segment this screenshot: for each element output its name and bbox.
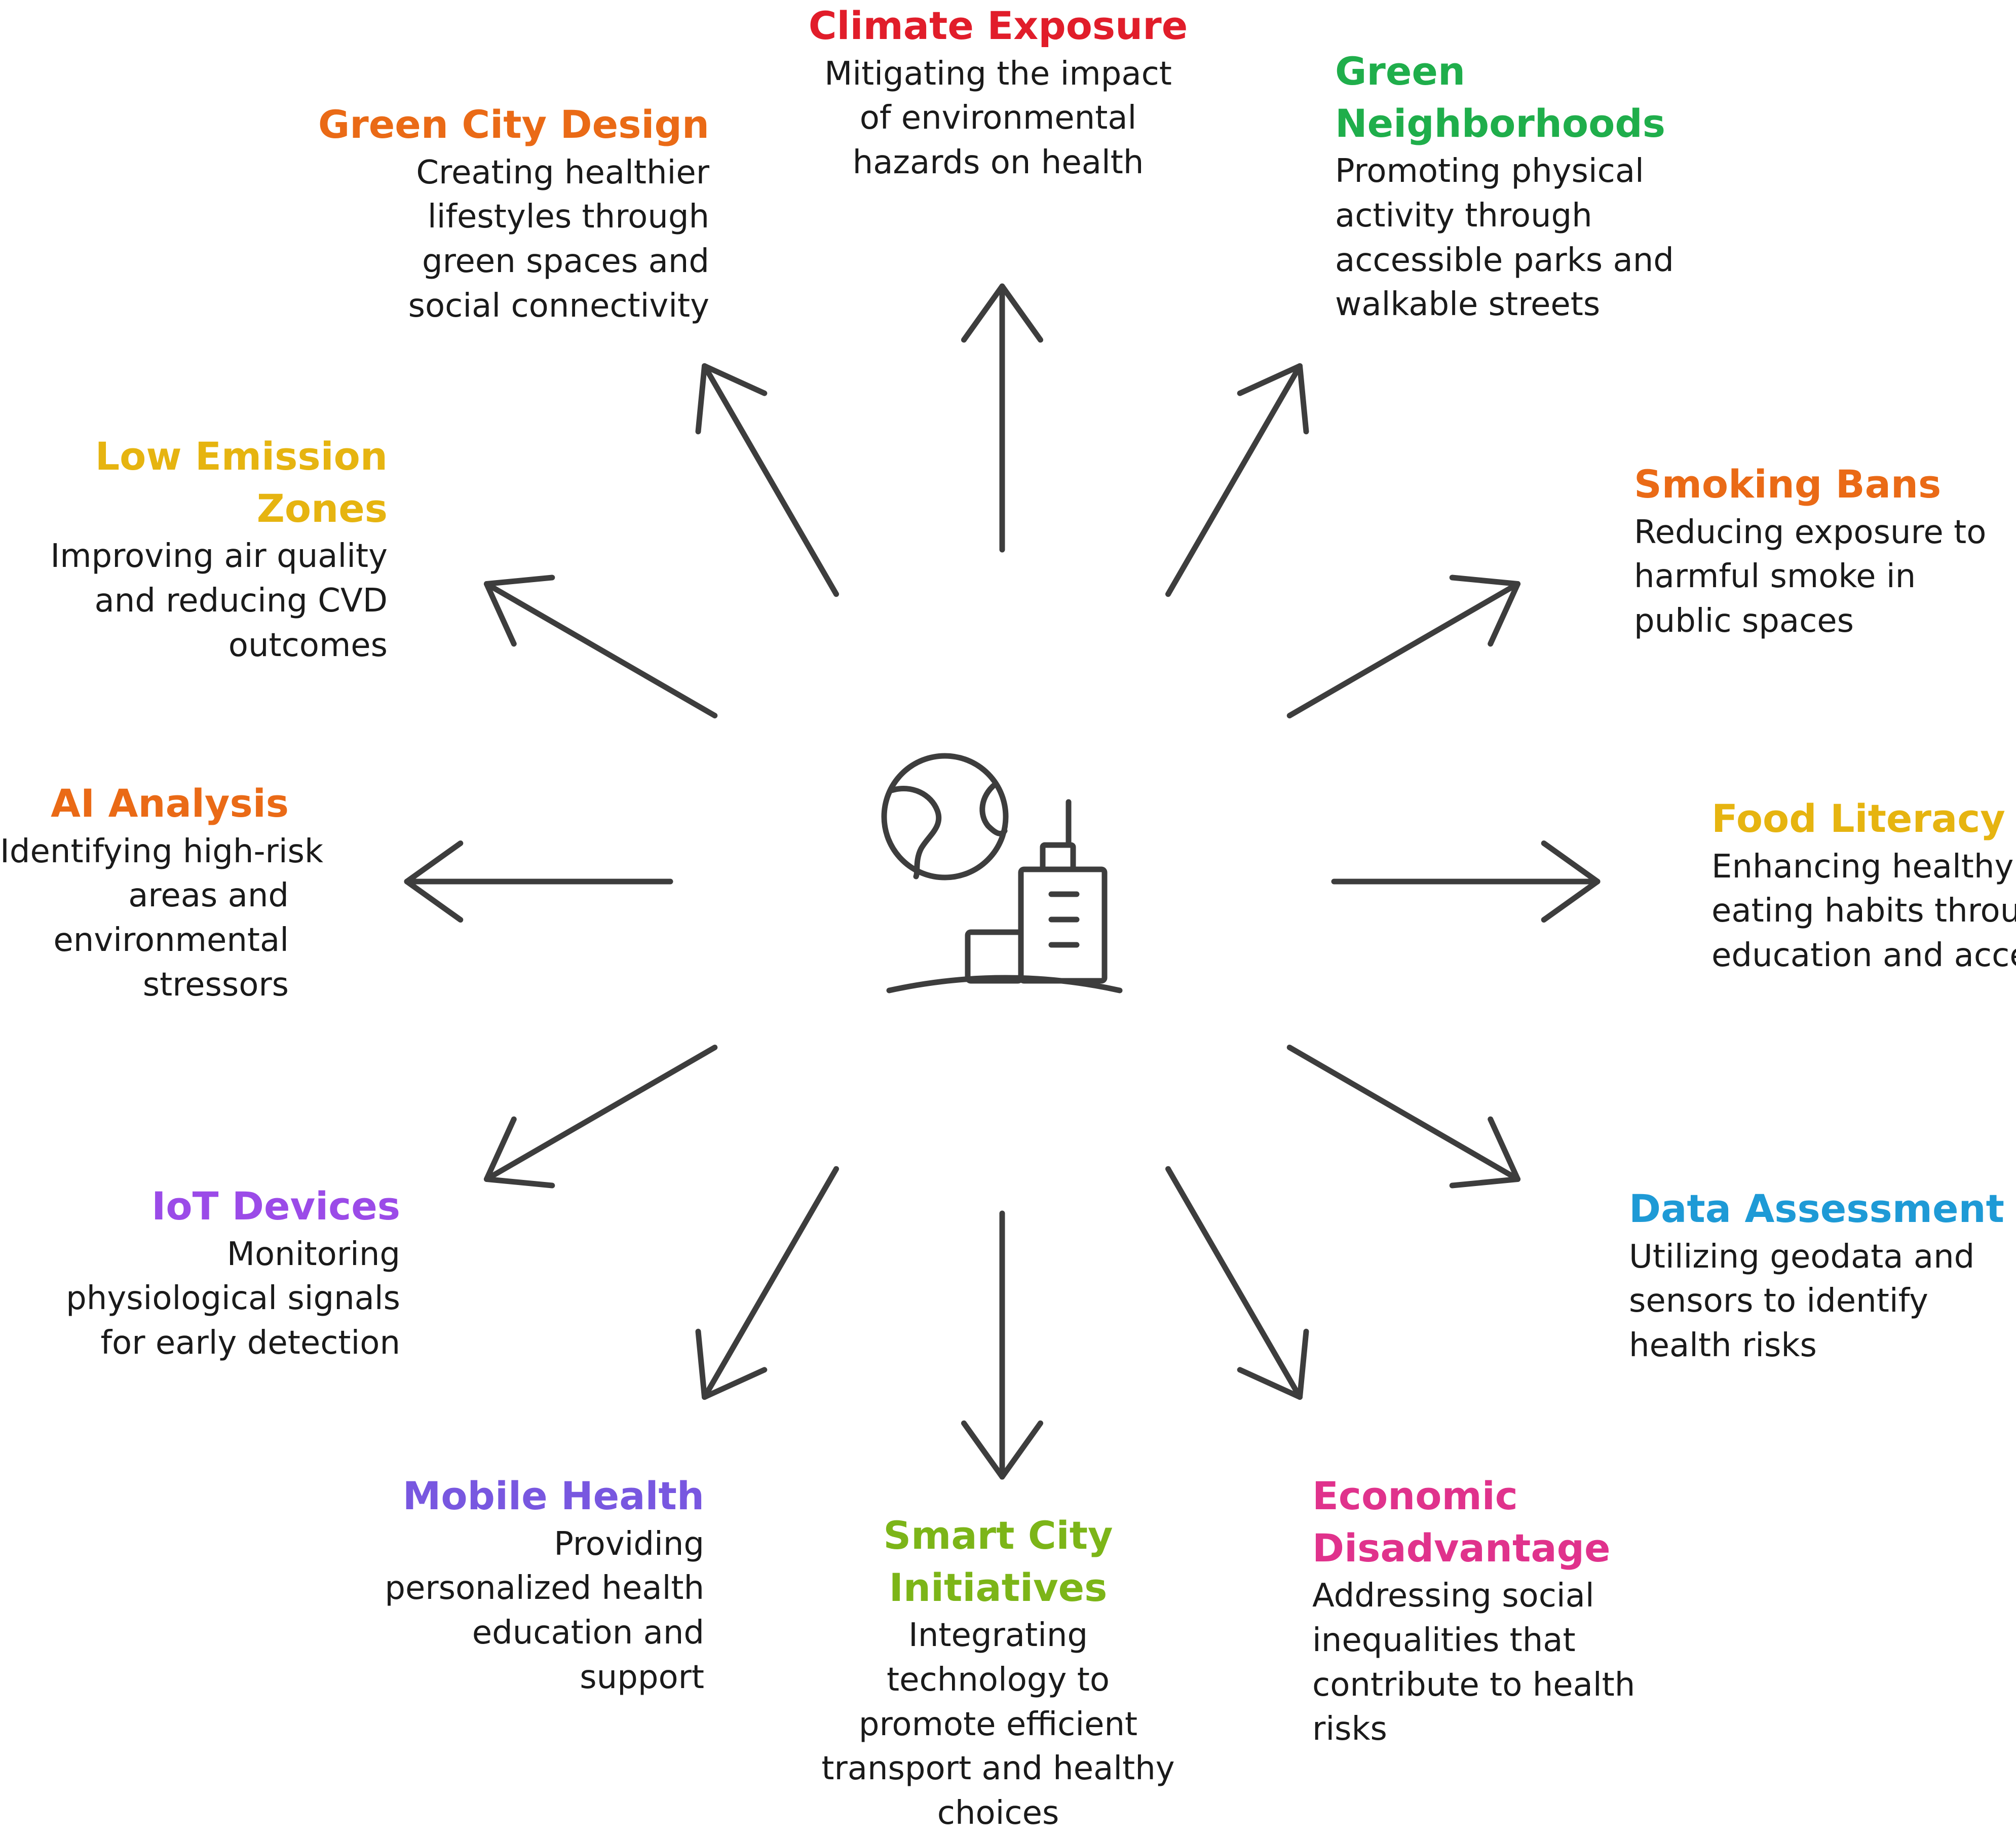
arrow-shaft <box>702 1166 839 1400</box>
arrow-head <box>404 840 464 923</box>
globe-outline <box>881 753 1009 881</box>
node-title: IoT Devices <box>151 1183 400 1229</box>
node-title: Green City Design <box>318 102 709 147</box>
arrow-head <box>1449 575 1521 647</box>
arrow-head <box>961 1420 1044 1480</box>
arrow-head <box>1237 363 1309 435</box>
arrow-to-data-assessment <box>1286 1045 1521 1189</box>
arrow-to-economic-disadvantage <box>1165 1166 1309 1400</box>
arrow-to-ai-analysis <box>404 840 673 923</box>
globe-continent-left <box>889 786 942 879</box>
low-building <box>965 929 1024 984</box>
arrow-shaft <box>1286 1045 1521 1182</box>
tower-top <box>1040 842 1076 872</box>
arrow-head <box>483 575 555 647</box>
arrow-to-smart-city-initiatives <box>961 1210 1044 1480</box>
arrow-shaft <box>1165 1166 1303 1400</box>
node-title: Smoking Bans <box>1634 462 1942 507</box>
arrow-head <box>695 363 768 435</box>
arrow-to-food-literacy <box>1331 840 1601 923</box>
arrow-shaft <box>1286 581 1521 718</box>
globe-city-icon <box>881 753 1123 993</box>
arrow-to-iot-devices <box>483 1045 718 1189</box>
tower-body <box>1018 866 1108 984</box>
node-title: Mobile Health <box>402 1473 704 1518</box>
node-title: Data Assessment <box>1629 1186 2004 1231</box>
arrow-shaft <box>483 1045 718 1182</box>
arrow-to-climate-exposure <box>961 283 1044 553</box>
arrow-shaft <box>1165 363 1303 597</box>
arrow-head <box>961 283 1044 343</box>
arrow-head <box>695 1328 768 1400</box>
arrow-to-mobile-health <box>695 1166 839 1400</box>
node-title: Climate Exposure <box>808 3 1188 48</box>
globe-continent-right <box>979 781 1008 836</box>
arrow-head <box>483 1116 555 1189</box>
arrow-shaft <box>702 363 839 597</box>
arrow-to-smoking-bans <box>1286 575 1521 718</box>
node-title: AI Analysis <box>51 781 289 826</box>
arrow-to-green-neighborhoods <box>1165 363 1309 597</box>
arrow-head <box>1237 1328 1309 1400</box>
node-title: Food Literacy <box>1711 796 2005 841</box>
arrow-head <box>1541 840 1601 923</box>
arrow-to-green-city-design <box>695 363 839 597</box>
arrow-shaft <box>483 581 718 718</box>
arrow-to-low-emission-zones <box>483 575 718 718</box>
ground-arc <box>886 975 1123 993</box>
arrow-head <box>1449 1116 1521 1189</box>
